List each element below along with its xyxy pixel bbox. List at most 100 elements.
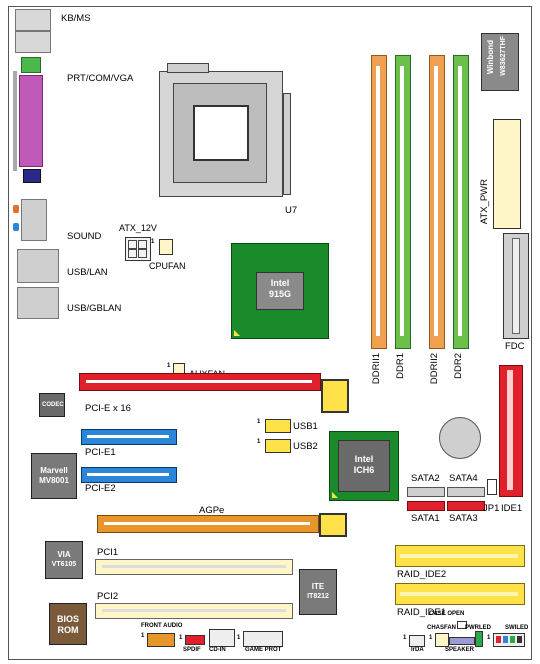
swiled-header: [493, 633, 525, 647]
audio-jacks: [13, 199, 47, 243]
ddrii1-label: DDRII1: [371, 353, 382, 385]
sata1-connector: [407, 501, 445, 511]
atx-pwr-label: ATX_PWR: [479, 179, 490, 225]
pci2-slot: [95, 603, 293, 619]
u7-label: U7: [285, 205, 298, 216]
game-port-pin1: 1: [237, 635, 241, 641]
case-open-label: CASE OPEN: [429, 611, 465, 617]
pcie1-slot: [81, 429, 177, 445]
codec-label: CODEC: [42, 402, 64, 408]
kbms-label: KB/MS: [61, 13, 91, 24]
prt-com-vga-label: PRT/COM/VGA: [67, 73, 134, 84]
winbond-line2: W83627THF: [500, 36, 507, 76]
raid-ide1-connector: [395, 583, 525, 605]
dimm-ddrii2: [429, 55, 445, 349]
via-line2: VT6105: [51, 561, 77, 568]
sound-label: SOUND: [67, 231, 102, 242]
ite-line1: ITE: [311, 582, 325, 591]
usb-lan-label: USB/LAN: [67, 267, 108, 278]
via-chip: VIA VT6105: [45, 541, 83, 579]
agpe-slot: [97, 515, 319, 533]
pwrled-header: [475, 631, 483, 647]
usb1-pin1-label: 1: [257, 419, 261, 425]
raid-ide1-label: RAID_IDE1: [397, 607, 447, 618]
dimm-ddr2: [453, 55, 469, 349]
swiled-label: SWILED: [505, 625, 529, 631]
ite-line2: IT8212: [307, 593, 329, 600]
ich6-line2: ICH6: [353, 465, 375, 475]
atx-power-connector: [493, 119, 521, 229]
spdif-label: SPDIF: [183, 647, 201, 653]
sata2-label: SATA2: [411, 473, 440, 484]
pcie-x16-latch: [321, 379, 349, 413]
agpe-latch: [319, 513, 347, 537]
pwrled-label: PWRLED: [465, 625, 491, 631]
intel915-line2: 915G: [268, 289, 292, 299]
northbridge-chip: Intel 915G: [231, 243, 329, 339]
parallel-port: [13, 57, 47, 187]
marvell-line1: Marvell: [40, 466, 68, 475]
usb2-header: [265, 439, 291, 453]
fdc-label: FDC: [505, 341, 525, 352]
sata4-label: SATA4: [449, 473, 478, 484]
marvell-chip: Marvell MV8001: [31, 453, 77, 499]
southbridge-chip: Intel ICH6: [329, 431, 399, 501]
jp1-label: JP1: [483, 503, 500, 514]
irda-pin1: 1: [403, 635, 407, 641]
pci2-label: PCI2: [97, 591, 119, 602]
cdin-header: [209, 629, 235, 647]
cpufan-label: CPUFAN: [149, 261, 186, 271]
pcie1-label: PCI-E1: [85, 447, 116, 458]
irda-header: [409, 635, 425, 647]
raid-ide2-connector: [395, 545, 525, 567]
ide1-label: IDE1: [501, 503, 523, 514]
usb-gblan-label: USB/GBLAN: [67, 303, 122, 314]
ide1-connector: [499, 365, 523, 497]
usb2-pin1-label: 1: [257, 439, 261, 445]
kbms-port: [15, 9, 51, 53]
sata4-connector: [447, 487, 485, 497]
chasfan-pin1: 1: [429, 635, 433, 641]
dimm-ddrii1: [371, 55, 387, 349]
usb1-header: [265, 419, 291, 433]
ddr1-label: DDR1: [395, 353, 406, 379]
atx12v-label: ATX_12V: [119, 223, 157, 233]
cpu-socket: [159, 63, 291, 199]
bios-line2: ROM: [57, 625, 79, 635]
front-audio-header: [147, 633, 175, 647]
cdin-label: CD-IN: [209, 647, 226, 653]
usb-lan-port: [17, 249, 59, 283]
pcie2-slot: [81, 467, 177, 483]
sata3-connector: [447, 501, 485, 511]
motherboard-board: KB/MS PRT/COM/VGA SOUND USB/LAN USB/GBLA…: [8, 6, 532, 660]
usb1-label: USB1: [293, 421, 318, 432]
intel915-line1: Intel: [270, 278, 290, 288]
via-line1: VIA: [57, 550, 71, 559]
spdif-pin1: 1: [179, 635, 183, 641]
speaker-header: [449, 637, 475, 645]
raid-ide2-label: RAID_IDE2: [397, 569, 447, 580]
cpufan-connector: [159, 239, 173, 255]
ite-chip: ITE IT8212: [299, 569, 337, 615]
codec-chip: CODEC: [39, 393, 65, 417]
sata1-label: SATA1: [411, 513, 440, 524]
dimm-ddr1: [395, 55, 411, 349]
cpufan-pin1-label: 1: [151, 239, 155, 245]
sata3-label: SATA3: [449, 513, 478, 524]
spdif-header: [185, 635, 205, 645]
jp1-jumper: [487, 479, 497, 495]
game-port-header: [243, 631, 283, 647]
front-audio-pin1: 1: [141, 633, 145, 639]
fdc-connector: [503, 233, 529, 339]
atx12v-connector: [125, 237, 151, 261]
pcie16-label: PCI-E x 16: [85, 403, 131, 414]
ich6-line1: Intel: [354, 454, 374, 464]
usb2-label: USB2: [293, 441, 318, 452]
chasfan-header: [435, 633, 449, 647]
agpe-label: AGPe: [199, 505, 225, 516]
front-audio-label: FRONT AUDIO: [141, 623, 183, 629]
ddrii2-label: DDRII2: [429, 353, 440, 385]
ddr2-label: DDR2: [453, 353, 464, 379]
game-prot-label: GAME PROT: [245, 647, 282, 653]
usb-gblan-port: [17, 287, 59, 319]
